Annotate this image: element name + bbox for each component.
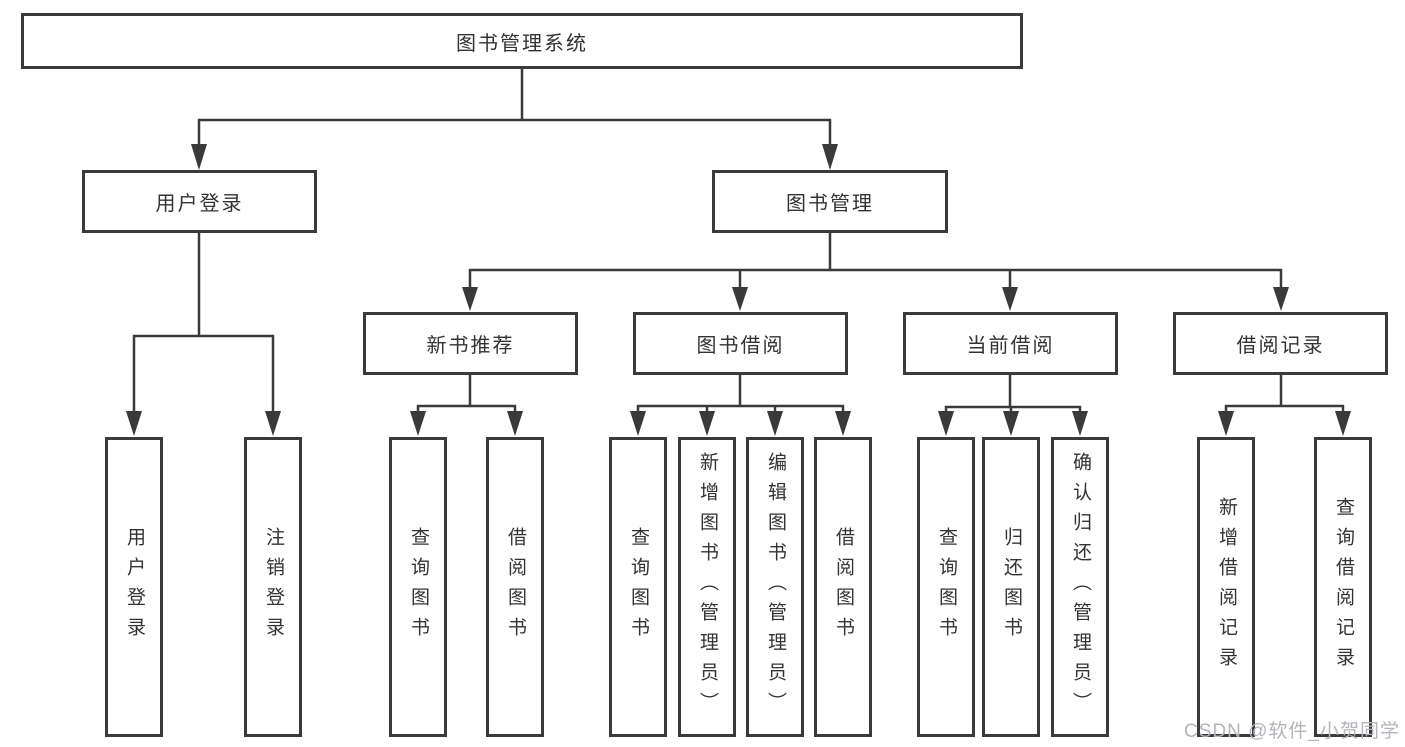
leaf-query-books-recommend: 查询图书 bbox=[389, 437, 447, 737]
leaf-query-borrow-record: 查询借阅记录 bbox=[1314, 437, 1372, 737]
leaf-add-book-admin: 新增图书（管理员） bbox=[678, 437, 736, 737]
leaf-edit-book-admin: 编辑图书（管理员） bbox=[746, 437, 804, 737]
csdn-watermark: CSDN @软件_小贺同学 bbox=[1184, 721, 1400, 742]
leaf-borrow-books-borrowing: 借阅图书 bbox=[814, 437, 872, 737]
node-new-book-recommend: 新书推荐 bbox=[363, 312, 578, 375]
leaf-logout: 注销登录 bbox=[244, 437, 302, 737]
leaf-confirm-return-admin: 确认归还（管理员） bbox=[1051, 437, 1109, 737]
node-user-login: 用户登录 bbox=[82, 170, 317, 233]
leaf-borrow-books-recommend: 借阅图书 bbox=[486, 437, 544, 737]
leaf-query-books-borrowing: 查询图书 bbox=[609, 437, 667, 737]
node-current-borrowing: 当前借阅 bbox=[903, 312, 1118, 375]
node-book-management: 图书管理 bbox=[712, 170, 948, 233]
leaf-user-login: 用户登录 bbox=[105, 437, 163, 737]
node-borrowing-records: 借阅记录 bbox=[1173, 312, 1388, 375]
node-book-borrowing: 图书借阅 bbox=[633, 312, 848, 375]
leaf-add-borrow-record: 新增借阅记录 bbox=[1197, 437, 1255, 737]
node-library-management-system: 图书管理系统 bbox=[21, 13, 1023, 69]
leaf-query-books-current: 查询图书 bbox=[917, 437, 975, 737]
leaf-return-books: 归还图书 bbox=[982, 437, 1040, 737]
